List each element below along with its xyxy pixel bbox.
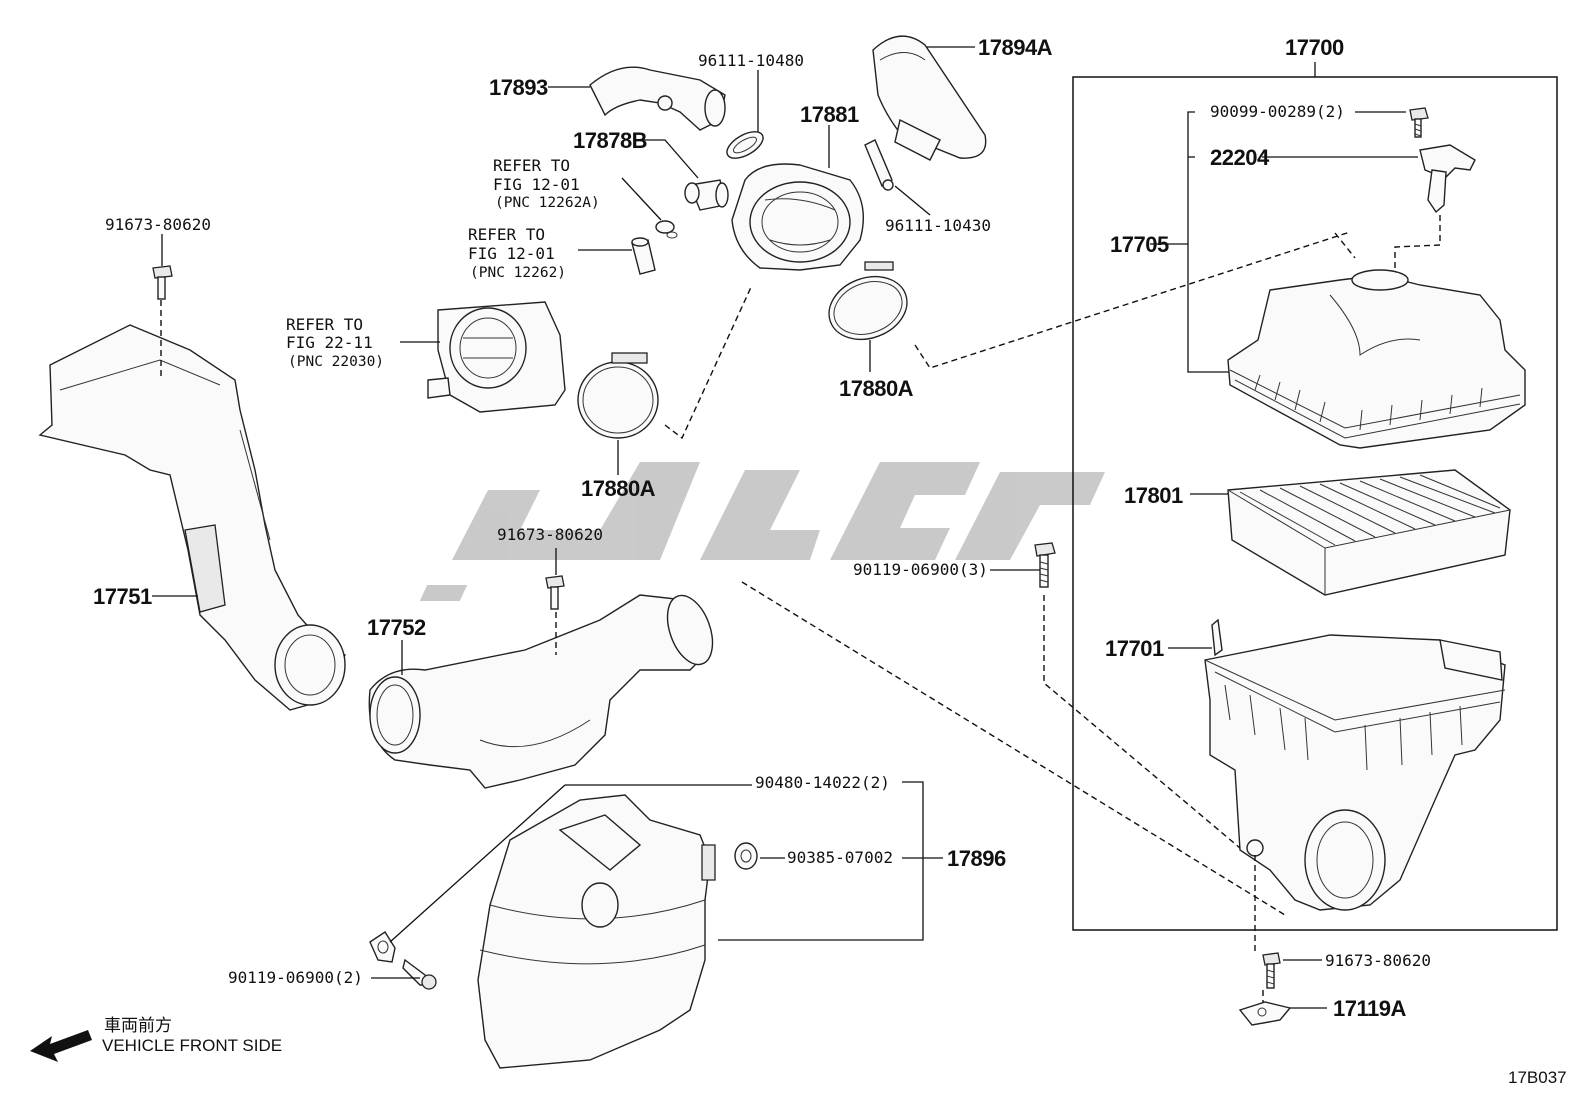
part-17705-cover[interactable] (1227, 269, 1526, 449)
label-17751[interactable]: 17751 (93, 584, 152, 609)
part-96111-10480-clamp[interactable] (723, 126, 768, 163)
label-17752[interactable]: 17752 (367, 615, 426, 640)
part-ref-hose-12262 (631, 237, 656, 275)
label-17894a[interactable]: 17894A (978, 35, 1053, 60)
label-17801[interactable]: 17801 (1124, 483, 1183, 508)
ref-12262-line2: FIG 12-01 (468, 244, 555, 263)
ref-12262a-line3: (PNC 12262A) (495, 195, 600, 211)
label-90119-06900-3[interactable]: 90119-06900(3) (853, 560, 988, 579)
label-90119-06900-2[interactable]: 90119-06900(2) (228, 968, 363, 987)
part-91673-80620-b-bolt[interactable] (545, 575, 565, 610)
part-90119-06900-2-bolt[interactable] (369, 931, 437, 990)
part-ref-clamp-12262a (655, 220, 678, 239)
part-91673-80620-a-bolt[interactable] (152, 265, 173, 300)
label-17880a-left[interactable]: 17880A (581, 476, 656, 501)
part-throttle-body (427, 301, 566, 413)
part-22204-sensor[interactable] (1419, 144, 1476, 214)
label-17878b[interactable]: 17878B (573, 128, 648, 153)
label-90480-14022[interactable]: 90480-14022(2) (755, 773, 890, 792)
ref-12262a-line2: FIG 12-01 (493, 175, 580, 194)
part-17881-housing[interactable] (731, 163, 865, 271)
label-17701[interactable]: 17701 (1105, 636, 1164, 661)
part-90385-grommet[interactable] (734, 842, 758, 870)
part-17896-resonator[interactable] (477, 794, 716, 1069)
label-90385-07002[interactable]: 90385-07002 (787, 848, 893, 867)
ref-22030-line3: (PNC 22030) (288, 354, 384, 370)
label-17880a-right[interactable]: 17880A (839, 376, 914, 401)
label-90099-00289[interactable]: 90099-00289(2) (1210, 102, 1345, 121)
label-17896[interactable]: 17896 (947, 846, 1006, 871)
watermark-logo (419, 462, 1105, 601)
direction-label-jp: 車両前方 (104, 1016, 172, 1035)
part-90099-screw[interactable] (1409, 107, 1429, 138)
label-17705[interactable]: 17705 (1110, 232, 1169, 257)
label-17700[interactable]: 17700 (1285, 35, 1344, 60)
label-96111-10480[interactable]: 96111-10480 (698, 51, 804, 70)
label-96111-10430[interactable]: 96111-10430 (885, 216, 991, 235)
label-17119a[interactable]: 17119A (1333, 996, 1407, 1021)
label-17881[interactable]: 17881 (800, 102, 859, 127)
part-90119-06900-3-bolt[interactable] (1034, 542, 1056, 588)
part-91673-80620-c-bolt[interactable] (1262, 952, 1281, 989)
part-17701-case[interactable] (1204, 618, 1506, 911)
label-91673-80620-a[interactable]: 91673-80620 (105, 215, 211, 234)
part-17878b-connector[interactable] (684, 179, 729, 211)
direction-label-en: VEHICLE FRONT SIDE (102, 1036, 282, 1055)
part-17119a-bracket[interactable] (1238, 1001, 1292, 1026)
ref-12262-line1: REFER TO (468, 225, 545, 244)
part-96111-10430-clip[interactable] (864, 139, 894, 191)
label-91673-80620-c[interactable]: 91673-80620 (1325, 951, 1431, 970)
part-17894a-duct[interactable] (872, 35, 987, 161)
part-17880a-clamp-right[interactable] (820, 261, 916, 350)
part-17752-hose[interactable] (368, 589, 721, 789)
ref-12262-line3: (PNC 12262) (470, 265, 566, 281)
ref-12262a-line1: REFER TO (493, 156, 570, 175)
part-17880a-clamp-left[interactable] (577, 352, 659, 439)
arrow-left-icon (30, 1030, 92, 1062)
part-17893-hose[interactable] (589, 66, 726, 131)
ref-22030-line1: REFER TO (286, 315, 363, 334)
figure-code: 17B037 (1508, 1068, 1567, 1087)
part-17751-duct[interactable] (38, 324, 346, 711)
part-17801-filter[interactable] (1227, 469, 1511, 596)
ref-22030-line2: FIG 22-11 (286, 333, 373, 352)
label-22204[interactable]: 22204 (1210, 145, 1270, 170)
label-17893[interactable]: 17893 (489, 75, 548, 100)
label-91673-80620-b[interactable]: 91673-80620 (497, 525, 603, 544)
